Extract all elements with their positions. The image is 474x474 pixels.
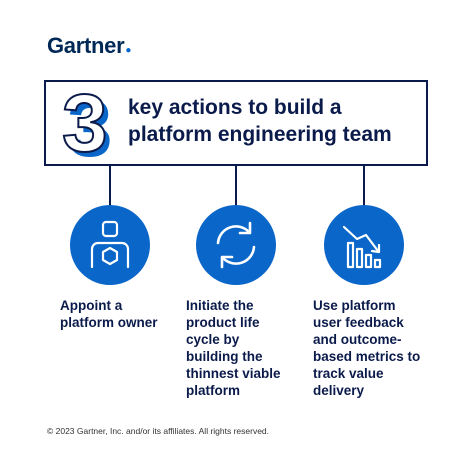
action-3-line: delivery [313,383,365,398]
connector-line-1 [109,166,111,206]
copyright-footer: © 2023 Gartner, Inc. and/or its affiliat… [47,426,270,436]
connector-line-2 [235,166,237,206]
action-1-line: platform owner [60,315,158,330]
action-2-line: Initiate the [186,298,254,313]
action-3-line: and outcome- [313,332,402,347]
headline-line-1: key actions to build a [128,96,342,119]
action-2-text: Initiate the product life cycle by build… [186,297,281,399]
person-hexagon-icon [90,220,130,269]
cycle-arrows-icon [216,221,256,269]
gartner-logo: Gartner● [47,33,131,59]
headline-number: 3 [61,77,109,170]
action-3-line: Use platform [313,298,396,313]
action-1-line: Appoint a [60,298,123,313]
action-2-circle [196,205,276,285]
action-2-line: product life [186,315,260,330]
action-1-circle [70,205,150,285]
action-3-line: based metrics to [313,349,421,364]
action-1-text: Appoint a platform owner [60,297,158,331]
declining-chart-icon [342,225,382,269]
logo-text: Gartner [47,33,125,58]
action-2-line: cycle by [186,332,240,347]
action-2-line: platform [186,383,240,398]
action-2-line: building the [186,349,263,364]
headline-box: 3 key actions to build a platform engine… [44,77,428,170]
headline-line-2: platform engineering team [128,123,392,146]
logo-dot: ● [125,45,132,56]
action-2-line: thinnest viable [186,366,281,381]
connector-line-3 [363,166,365,206]
action-3-line: user feedback [313,315,404,330]
action-3-line: track value [313,366,384,381]
action-3-circle [324,205,404,285]
action-3-text: Use platform user feedback and outcome- … [313,297,420,399]
